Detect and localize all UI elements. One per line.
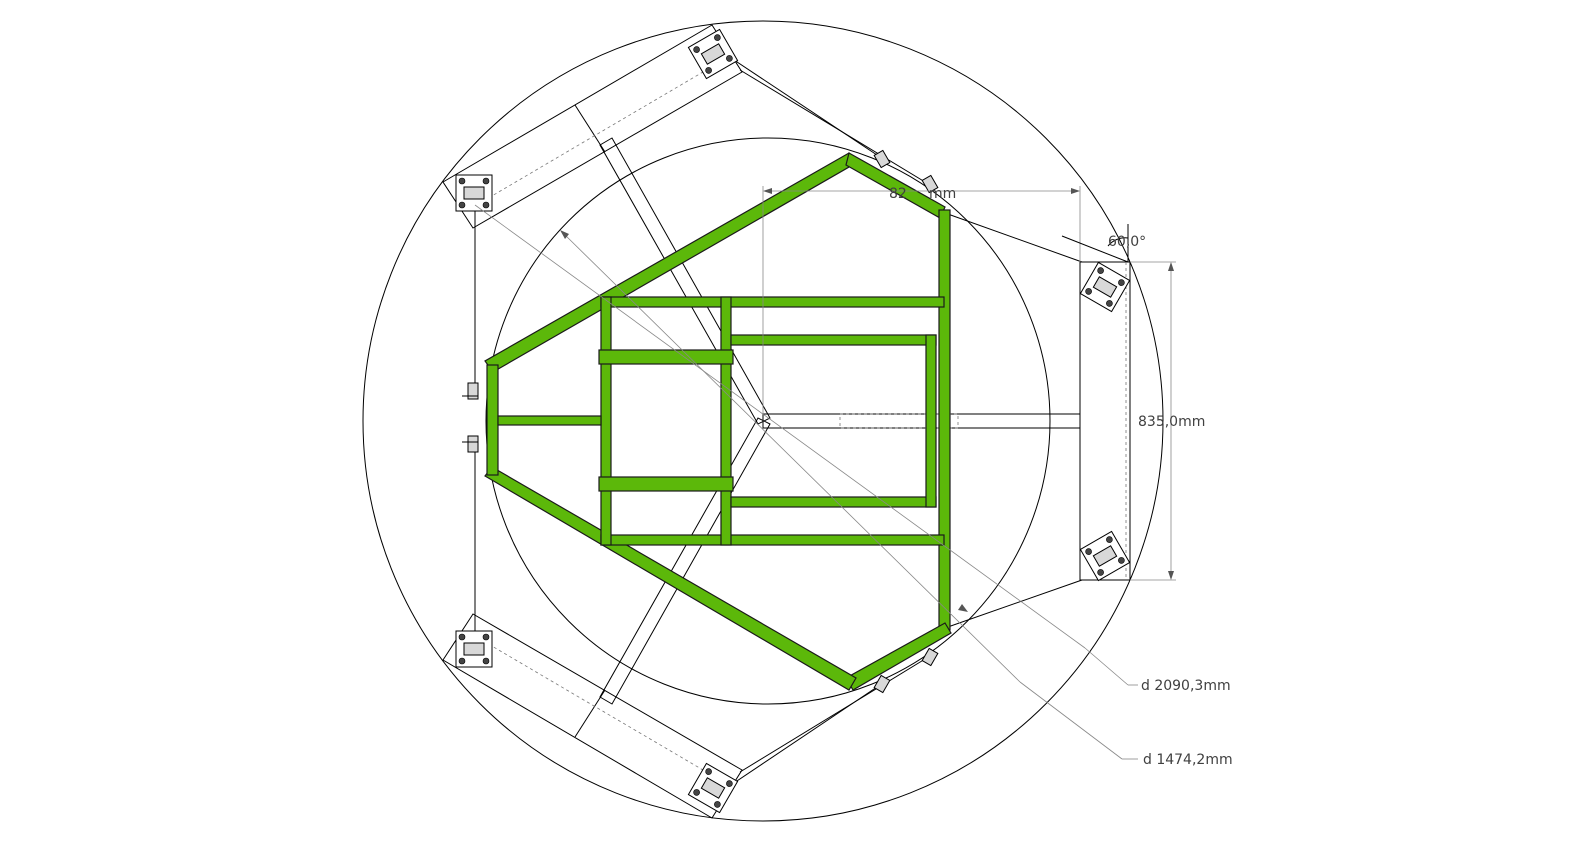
caster-pad-left-bottom [455,630,493,668]
caster-pad-lower-left [687,762,739,814]
caster-pad-right-bottom [1079,530,1131,582]
arm-upper-left [442,24,771,425]
arm-lower-left [442,417,771,819]
frame-fittings [462,149,939,694]
dimension-width-label-tail: mm [929,186,956,202]
dimension-angle [1061,224,1129,263]
inner-circle [485,137,1051,705]
outer-diameter-label: d 2090,3mm [1141,678,1231,694]
dimension-height-label: 835,0mm [1138,414,1205,430]
dimension-angle-label: 60,0° [1108,234,1146,250]
inner-diameter-label: d 1474,2mm [1143,752,1233,768]
diameter-leaders [474,204,1138,760]
arm-right [762,261,1131,581]
caster-pad-right-top [1079,261,1131,313]
dimension-width-label: 82 [889,186,907,202]
caster-pad-left-top [455,174,493,212]
green-frame [484,152,952,691]
dimension-width [762,186,1081,414]
caster-pad-upper-left [687,28,739,80]
support-lines [474,47,1083,796]
dimension-height [1130,261,1176,581]
outer-circle [362,20,1164,822]
